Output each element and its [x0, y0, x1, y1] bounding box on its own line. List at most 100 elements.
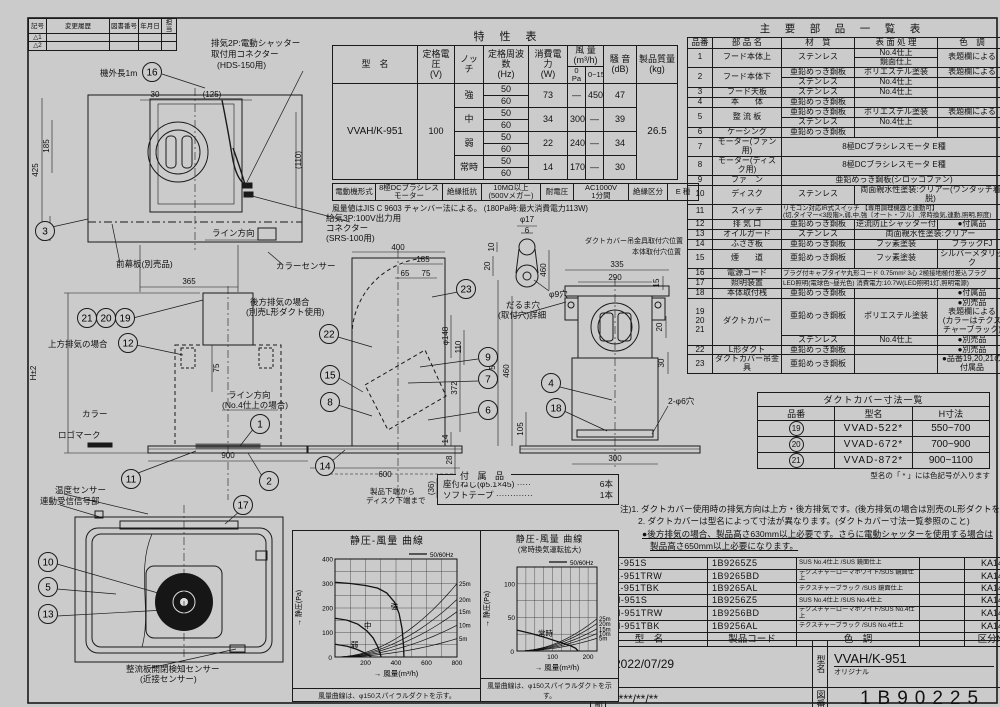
cell	[919, 606, 965, 621]
cell: 定格電圧 (V)	[417, 44, 455, 85]
svg-text:1: 1	[257, 420, 263, 431]
dimension-label: (SRS-100用)	[326, 233, 375, 243]
parts-cell: 1	[687, 47, 713, 69]
svg-text:200: 200	[583, 654, 594, 661]
part-balloon: 12	[118, 333, 138, 353]
dimension-label: 28	[445, 455, 454, 464]
dimension-label: 65	[401, 269, 410, 278]
accessories-box: 付 属 品 座付ねじ(φ5.1×45) ·····6本ソフトテープ ······…	[437, 469, 619, 505]
svg-text:13: 13	[42, 610, 54, 621]
svg-text:強: 強	[391, 601, 399, 611]
parts-cell: ポリエステル塗装	[854, 297, 938, 336]
cell: 1B9256BD	[707, 606, 797, 621]
svg-text:→ 静圧(Pa): → 静圧(Pa)	[294, 590, 303, 626]
model-label: 型名	[812, 640, 828, 688]
parts-cell: 亜鉛めっき鋼板	[781, 248, 855, 269]
parts-cell: 17	[687, 277, 713, 289]
parts-cell: スイッチ	[712, 203, 782, 221]
model-name: VVAH/K-951 オリジナル	[827, 640, 1000, 688]
svg-text:2: 2	[266, 477, 272, 488]
parts-cell: 2	[687, 67, 713, 89]
part-balloon: 19	[115, 308, 135, 328]
cell: テクスチャーブラック /SUS No.4仕上	[796, 619, 920, 633]
flow-0pa: 170	[567, 155, 586, 181]
duct-table-title: ダクトカバー寸法一覧	[757, 392, 990, 407]
note-line: 注)1. ダクトカバー使用時の排気方向は上方・後方排気です。(後方排気の場合は別…	[620, 504, 1000, 514]
dimension-label: 6	[525, 226, 530, 235]
dimension-label: カラーセンサー	[276, 261, 336, 271]
dimension-label: ダクトカバー吊金具取付穴位置	[585, 236, 683, 245]
dimension-label: 425	[31, 163, 40, 177]
dimension-label: (近接センサー)	[140, 674, 197, 684]
dimension-label: ライン方向	[212, 228, 255, 238]
dimension-label: 30	[657, 358, 666, 367]
parts-cell: プラグ付キャブタイヤ丸形コード 0.75mm² 3心 2極接地極付差込プラグ	[781, 267, 1000, 279]
parts-cell: リモコン対応IR式スイッチ 【専用調理機器と連動可】 (切,タイマー<3段階>,…	[781, 203, 1000, 221]
dimension-label: φ9穴	[549, 289, 568, 299]
dimension-label: 105	[516, 422, 525, 436]
dimension-label: カラー	[82, 409, 108, 419]
part-balloon: 23	[456, 279, 476, 299]
duct-model: VVAD-522*	[834, 420, 913, 437]
duct-header: H寸法	[911, 406, 991, 421]
dimension-label: 前幕板(別売品)	[116, 259, 173, 269]
spec-note: 風量値はJIS C 9603 チャンバー法による。 (180Pa時:最大消費電力…	[332, 204, 589, 214]
flow-150pa: 450	[585, 83, 604, 109]
parts-header: 部 品 名	[712, 37, 782, 49]
cell: 0 Pa	[567, 65, 586, 85]
part-balloon: 10	[38, 552, 58, 572]
noise: 30	[603, 155, 637, 181]
svg-text:100: 100	[322, 630, 333, 637]
updated-date: ****/**/**	[605, 687, 813, 707]
parts-cell: ディスク	[712, 184, 782, 205]
cell	[109, 41, 139, 51]
svg-text:100: 100	[547, 654, 558, 661]
rev-header: 担当	[161, 17, 177, 35]
svg-text:8: 8	[327, 398, 333, 409]
dimension-label: ディスク下端まで	[366, 495, 425, 505]
part-balloon: 9	[478, 347, 498, 367]
parts-cell: 4	[687, 97, 713, 109]
chart2-title: 静圧-風量 曲線	[515, 534, 584, 544]
svg-text:600: 600	[421, 660, 432, 667]
parts-cell	[854, 97, 938, 109]
cell	[138, 33, 162, 43]
part-balloon: 8	[320, 392, 340, 412]
parts-cell: 8極DCブラシレスモータ E種	[781, 137, 1000, 157]
parts-cell: 亜鉛めっき鋼板	[781, 239, 855, 250]
parts-cell: モーター(ファン用)	[712, 137, 782, 157]
dimension-label: 温度センサー	[55, 485, 106, 495]
dimension-label: 連動受信信号部	[40, 496, 100, 506]
part-balloon: 16	[142, 62, 162, 82]
part-balloon: 5	[38, 577, 58, 597]
notch: 常時	[454, 155, 484, 181]
dimension-label: (125)	[203, 90, 222, 99]
duct-model: VVAD-672*	[834, 436, 913, 453]
parts-cell: 6	[687, 127, 713, 139]
dimension-label: 185	[42, 139, 51, 153]
dimension-label: 290	[608, 273, 622, 282]
svg-text:5m: 5m	[459, 637, 467, 643]
cell: 1B9256AL	[707, 619, 797, 633]
dimension-label: 給気3P:100V出力用	[326, 213, 401, 223]
created-date: 2022/07/29	[605, 640, 813, 688]
cell: ノッチ	[454, 44, 484, 85]
revision-table: 記号変更履歴図書番号年月日担当△1△2	[28, 17, 177, 51]
spec-title: 特 性 表	[473, 31, 539, 43]
dimension-label: (HDS-150用)	[217, 60, 266, 70]
parts-cell: ポリエステル塗装	[854, 107, 938, 119]
parts-cell: 9	[687, 174, 713, 186]
svg-text:4: 4	[548, 379, 554, 390]
svg-text:→ 風量(m³/h): → 風量(m³/h)	[374, 669, 419, 678]
cell	[109, 33, 139, 43]
dimension-label: 本体取付穴位置	[632, 247, 681, 256]
dimension-label: 後方排気の場合	[250, 297, 310, 307]
cell	[138, 41, 162, 51]
parts-cell: 亜鉛めっき鋼板	[781, 354, 855, 375]
parts-cell: ステンレス	[781, 87, 855, 99]
parts-cell: ブラックFJ	[937, 239, 1000, 250]
rev-mark: △2	[28, 41, 47, 51]
rev-header: 年月日	[138, 17, 162, 35]
